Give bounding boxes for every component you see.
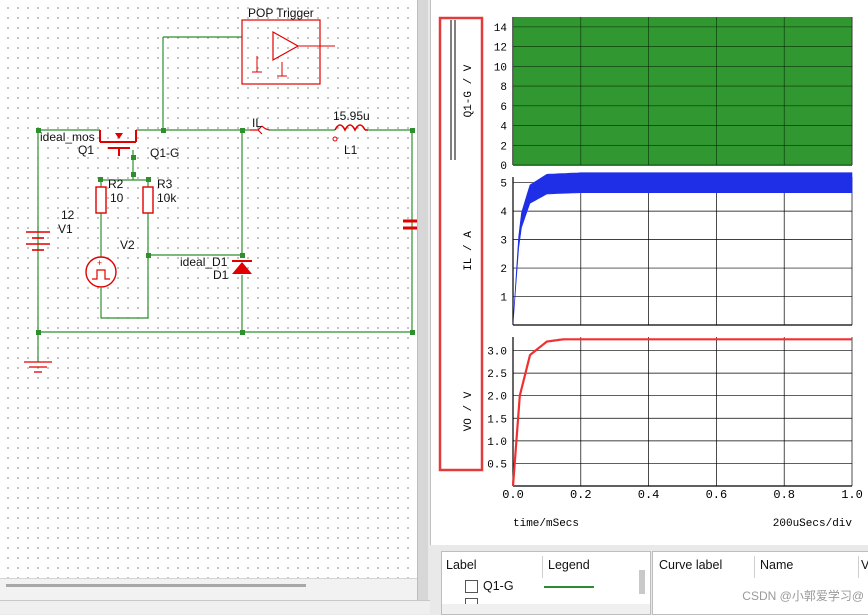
v2-label: V2 xyxy=(120,238,135,252)
name-column-header: Name xyxy=(760,558,794,572)
status-bar xyxy=(0,600,430,614)
y-tick-label: 3 xyxy=(500,236,507,248)
pop-trigger-label: POP Trigger xyxy=(248,6,314,20)
mos-model-label: ideal_mos xyxy=(40,130,95,144)
schematic-vertical-scrollbar[interactable] xyxy=(417,0,428,600)
x-axis-label: time/mSecs xyxy=(513,518,579,530)
q1g-waveform-band xyxy=(513,17,852,165)
y-tick-label: 14 xyxy=(494,23,508,35)
q1g-probe-label: Q1-G xyxy=(150,146,180,160)
x-scale-label: 200uSecs/div xyxy=(773,518,853,530)
y-tick-label: 3.0 xyxy=(487,347,507,359)
r3-label: R3 xyxy=(157,177,173,191)
x-tick-label: 1.0 xyxy=(841,488,863,502)
schematic-drawing: + xyxy=(24,19,417,373)
y-tick-label: 8 xyxy=(500,82,507,94)
il-probe-label: IL xyxy=(252,116,263,130)
highlight-frame xyxy=(438,16,484,472)
x-tick-label: 0.0 xyxy=(502,488,524,502)
y-tick-label: 2 xyxy=(500,141,507,153)
legend-column-header: Legend xyxy=(548,558,590,572)
label-column-header: Label xyxy=(446,558,477,572)
y-axis-label: VO / V xyxy=(463,391,475,431)
schematic-horizontal-scrollbar[interactable] xyxy=(0,578,417,601)
curve-label-column-header: Curve label xyxy=(659,558,723,572)
y-tick-label: 4 xyxy=(500,122,507,134)
x-tick-label: 0.6 xyxy=(706,488,728,502)
y-tick-label: 0 xyxy=(500,161,507,173)
vo-waveform xyxy=(511,338,852,487)
y-tick-label: 0.5 xyxy=(487,459,507,471)
schematic-canvas[interactable]: + POP Trigger ideal_mos Q1 Q1-G IL 15.95… xyxy=(0,0,417,601)
scrollbar-thumb[interactable] xyxy=(6,584,306,587)
y-tick-label: 1.5 xyxy=(487,414,507,426)
y-tick-label: 10 xyxy=(494,62,507,74)
r2-label: R2 xyxy=(108,177,124,191)
legend-panel: Label Legend Q1-G xyxy=(441,551,651,615)
x-tick-label: 0.2 xyxy=(570,488,592,502)
y-tick-label: 12 xyxy=(494,43,507,55)
r3-value-label: 10k xyxy=(157,191,177,205)
q1g-legend-swatch xyxy=(544,586,594,588)
y-tick-label: 2.5 xyxy=(487,369,507,381)
column-separator xyxy=(754,556,755,578)
legend-row-label: Q1-G xyxy=(483,579,514,593)
y-tick-label: 1 xyxy=(500,293,507,305)
il-waveform xyxy=(512,172,853,326)
column-separator xyxy=(542,556,543,578)
curve-panel: Curve label Name V xyxy=(652,551,868,615)
y-tick-label: 1.0 xyxy=(487,437,507,449)
watermark-text: CSDN @小郭爱学习@ xyxy=(742,589,864,603)
x-tick-label: 0.8 xyxy=(773,488,795,502)
y-tick-label: 5 xyxy=(500,179,507,191)
y-tick-label: 4 xyxy=(500,207,507,219)
q1g-visibility-checkbox[interactable] xyxy=(465,580,478,593)
q1-label: Q1 xyxy=(78,143,95,157)
y-axis-label: IL / A xyxy=(463,231,475,271)
v1-label: V1 xyxy=(58,222,73,236)
x-tick-label: 0.4 xyxy=(638,488,660,502)
r2-value-label: 10 xyxy=(110,191,124,205)
legend-scrollbar[interactable] xyxy=(639,570,645,594)
l1-value-label: 15.95u xyxy=(333,109,370,123)
v-column-header: V xyxy=(861,558,868,572)
column-separator xyxy=(858,556,859,578)
legend-horizontal-scrollbar[interactable] xyxy=(442,604,650,614)
y-tick-label: 2 xyxy=(500,264,507,276)
diode-model-label: ideal_D1 xyxy=(180,255,228,269)
y-axis-label: Q1-G / V xyxy=(463,64,475,117)
y-tick-label: 2.0 xyxy=(487,392,507,404)
v1-value-label: 12 xyxy=(61,208,75,222)
l1-label: L1 xyxy=(344,143,358,157)
d1-label: D1 xyxy=(213,268,229,282)
y-tick-label: 6 xyxy=(500,102,507,114)
svg-text:+: + xyxy=(97,258,102,268)
